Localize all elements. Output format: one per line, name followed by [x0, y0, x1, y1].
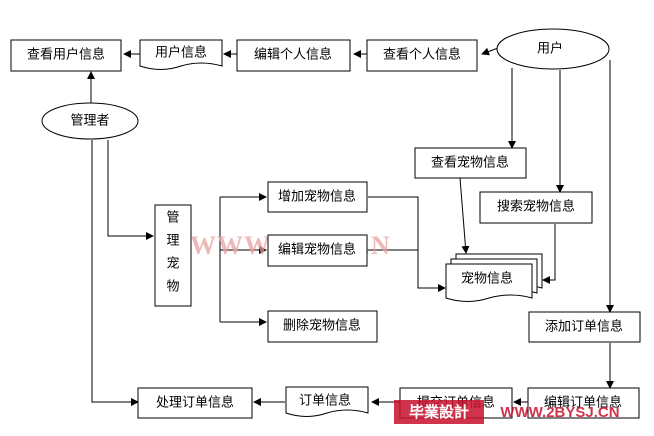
bottom-watermark: 毕業設計 WWW.2BYSJ.CN: [394, 400, 620, 424]
user-info-doc-label: 用户信息: [155, 45, 207, 61]
delete-pet-info-label: 删除宠物信息: [283, 318, 361, 334]
process-order-info-label: 处理订单信息: [156, 395, 234, 411]
search-pet-info-label: 搜索宠物信息: [497, 199, 575, 215]
manage-pets-char-1: 管: [166, 211, 179, 226]
manage-pets-char-3: 宠: [166, 256, 179, 272]
add-pet-info-label: 增加宠物信息: [278, 189, 356, 205]
add-order-info-label: 添加订单信息: [545, 319, 623, 335]
user-info-document: [139, 39, 223, 70]
order-info-doc-label: 订单信息: [299, 393, 351, 409]
edit-pet-info-box: [267, 234, 368, 267]
process-order-info-box: [137, 387, 253, 419]
admin-label: 管理者: [70, 114, 109, 129]
admin-actor-ellipse: [41, 102, 139, 140]
order-info-document: [285, 386, 369, 417]
edit-personal-info-box: [236, 39, 351, 72]
edit-order-info-label: 编辑订单信息: [544, 395, 622, 411]
view-personal-info-box: [366, 39, 478, 72]
edit-pet-info-label: 编辑宠物信息: [278, 242, 356, 258]
view-personal-info-label: 查看个人信息: [383, 47, 461, 63]
manage-pets-box: [154, 204, 192, 307]
view-user-info-box: [10, 39, 122, 72]
delete-pet-info-box: [267, 310, 378, 343]
search-pet-info-box: [479, 191, 593, 224]
manage-pets-char-2: 理: [166, 234, 179, 249]
user-label: 用户: [537, 41, 563, 57]
watermark-logo: 毕業設計: [409, 403, 469, 421]
pet-info-doc-label: 宠物信息: [461, 271, 513, 287]
add-pet-info-box: [267, 181, 368, 213]
connectors: [87, 47, 614, 406]
edit-order-info-box: [527, 387, 640, 419]
pet-info-document-stack: [445, 253, 543, 302]
view-pet-info-box: [414, 147, 527, 179]
view-pet-info-label: 查看宠物信息: [431, 155, 509, 171]
manage-pets-char-4: 物: [166, 280, 179, 295]
add-order-info-box: [528, 311, 641, 343]
user-actor-ellipse: [496, 28, 610, 70]
view-user-info-label: 查看用户信息: [27, 47, 105, 63]
watermark-url: WWW.2BYSJ.CN: [500, 404, 619, 421]
edit-personal-info-label: 编辑个人信息: [254, 47, 332, 63]
